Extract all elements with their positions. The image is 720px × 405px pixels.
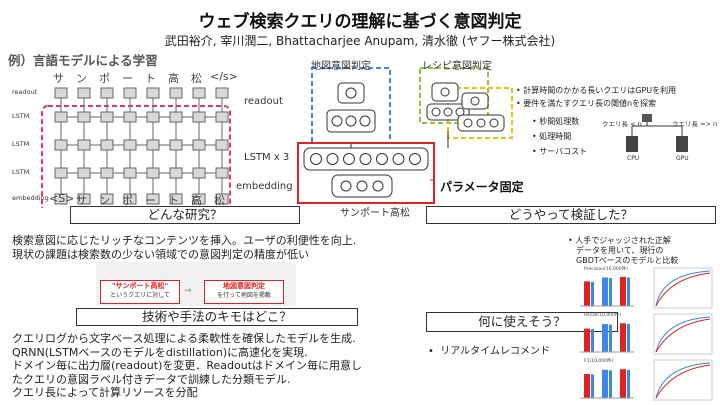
lm-cell xyxy=(147,168,159,178)
map-intent-label: 地図意図判定 xyxy=(311,57,371,72)
lm-row-label: LSTM xyxy=(12,112,29,120)
lm-cell xyxy=(101,112,113,122)
lm-token: 松 xyxy=(191,70,202,86)
lm-row-label: embedding xyxy=(12,194,49,202)
lm-cell xyxy=(55,168,67,178)
lm-cell xyxy=(147,88,159,98)
lm-cell xyxy=(78,88,90,98)
lm-cell xyxy=(124,112,136,122)
lm-cell xyxy=(216,168,228,178)
lm-cell xyxy=(193,140,205,150)
mini-bar-chart xyxy=(576,272,636,308)
lm-cell xyxy=(193,112,205,122)
mini-bar-secondary xyxy=(609,325,612,352)
research-text: 検索意図に応じたリッチなコンテンツを挿入。ユーザの利便性を向上. 現状の課題は検… xyxy=(12,234,356,262)
lm-cell xyxy=(55,88,67,98)
bullet-list: • 計算時間のかかる長いクエリはGPUを利用 • 要件を満たすクエリ長の閾値nを… xyxy=(516,84,676,110)
gpu-icon xyxy=(676,136,688,152)
lm-cell xyxy=(216,140,228,150)
lm-row-label: LSTM xyxy=(12,168,29,176)
lm-cell xyxy=(170,88,182,98)
mini-bar-secondary xyxy=(627,277,630,306)
lm-token: ポ xyxy=(99,70,110,86)
param-fixed-label: パラメータ固定 xyxy=(440,178,524,195)
lm-token: サ xyxy=(53,70,64,86)
mini-bar-chart xyxy=(576,318,636,354)
query-label: サンポート高松 xyxy=(340,204,410,219)
mini-bar-secondary xyxy=(591,329,594,352)
lstm-x3-label: LSTM x 3 xyxy=(244,152,289,163)
query-callout: "サンポート高松" というクエリに対して xyxy=(100,280,180,304)
use-bullet: • リアルタイムレコメンド xyxy=(428,342,550,357)
lm-cell xyxy=(170,112,182,122)
mini-bar-secondary xyxy=(627,370,630,398)
lm-cell xyxy=(78,112,90,122)
lm-cell xyxy=(78,140,90,150)
lm-token: ン xyxy=(76,70,87,86)
authors: 武田裕介, 宰川潤二, Bhattacharjee Anupam, 清水徹 (ヤ… xyxy=(0,32,720,49)
lm-cell xyxy=(78,168,90,178)
lm-cell xyxy=(101,140,113,150)
sub-bullet-list: • 秒間処理数 • 処理時間 • サーバコスト xyxy=(532,114,587,159)
mini-bar-secondary xyxy=(627,324,630,352)
q-tech-banner: 技術や手法のキモはどこ？ xyxy=(76,308,358,326)
tech-text: クエリログから文字ベース処理による柔軟性を確保したモデルを生成. QRNN(LS… xyxy=(12,332,362,400)
lm-cell xyxy=(216,112,228,122)
lm-cell xyxy=(124,168,136,178)
lm-cell xyxy=(124,140,136,150)
mini-bar-secondary xyxy=(591,374,594,398)
lm-token: ト xyxy=(145,70,156,86)
bullet-1: • 計算時間のかかる長いクエリはGPUを利用 xyxy=(516,84,676,97)
recipe-intent-label: レシピ意図判定 xyxy=(422,57,492,72)
mini-bar xyxy=(602,324,608,352)
lm-cell xyxy=(124,88,136,98)
verify-text: • 人手でジャッジされた正解 データを用いて、現行の GBDTベースのモデルと比… xyxy=(568,236,678,266)
lm-token: <S> xyxy=(49,192,74,205)
mini-bar xyxy=(602,370,608,398)
cpu-icon xyxy=(626,136,638,152)
lm-token: 高 xyxy=(168,70,179,86)
lm-cell xyxy=(216,88,228,98)
bullet-2: • 要件を満たすクエリ長の閾値nを探索 xyxy=(516,97,676,110)
lm-cell xyxy=(193,168,205,178)
lm-cell xyxy=(193,88,205,98)
q-verify-banner: どうやって検証した？ xyxy=(426,206,716,224)
mini-bar xyxy=(602,278,608,307)
lm-cell xyxy=(101,168,113,178)
lm-cell xyxy=(101,88,113,98)
poster-title: ウェブ検索クエリの理解に基づく意図判定 xyxy=(0,7,720,32)
mini-bar xyxy=(620,369,626,398)
lm-row-label: readout xyxy=(12,88,37,96)
arrow-icon: → xyxy=(184,286,192,296)
roc-curves xyxy=(652,266,714,402)
lm-cell xyxy=(170,140,182,150)
result-callout: 地図意図判定 を行って地図を掲載 xyxy=(204,280,284,304)
embedding-label: embedding xyxy=(236,181,293,192)
mini-bar xyxy=(584,281,590,306)
mini-bar xyxy=(620,277,626,306)
gpu-label: GPU xyxy=(676,155,689,162)
q-research-banner: どんな研究？ xyxy=(70,206,300,224)
lm-cell xyxy=(55,140,67,150)
lm-cell xyxy=(147,112,159,122)
mini-bar xyxy=(620,323,626,352)
mini-bar xyxy=(584,329,590,352)
mini-bar xyxy=(584,374,590,398)
cpu-label: CPU xyxy=(627,155,639,162)
screenshot-mock: "サンポート高松" というクエリに対して → 地図意図判定 を行って地図を掲載 xyxy=(96,262,296,306)
mini-bar-secondary xyxy=(609,370,612,398)
mini-bar-secondary xyxy=(591,282,594,306)
lm-cell xyxy=(55,112,67,122)
mini-bar-chart xyxy=(576,364,636,400)
lm-token: ー xyxy=(122,70,133,86)
lm-cell xyxy=(170,168,182,178)
lm-cell xyxy=(147,140,159,150)
mini-bar-secondary xyxy=(609,278,612,306)
lm-row-label: LSTM xyxy=(12,140,29,148)
